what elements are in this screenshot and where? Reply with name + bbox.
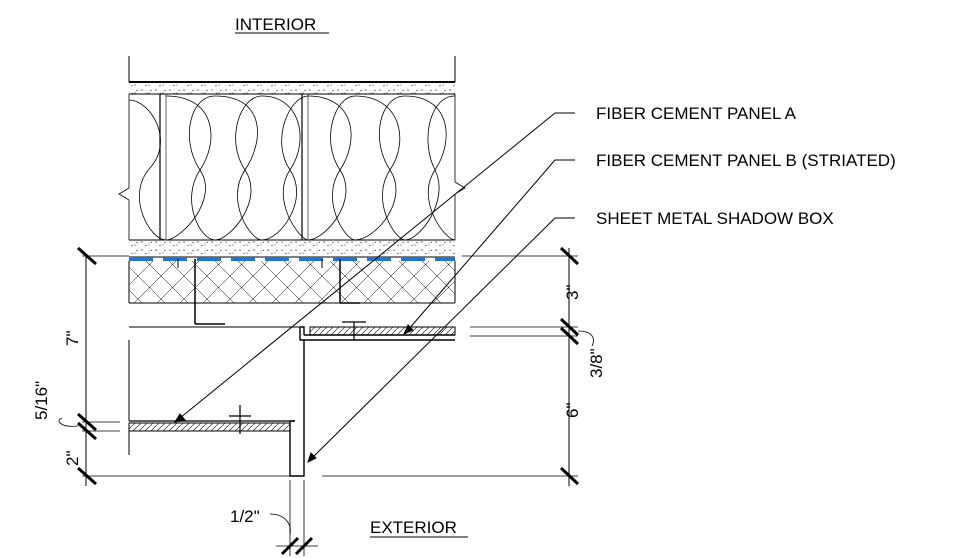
leader-lines — [173, 112, 575, 463]
right-dimension-string — [322, 246, 594, 486]
dim-left-2: 2" — [63, 451, 82, 467]
dim-right-3: 3" — [563, 285, 582, 301]
interior-label: INTERIOR — [235, 15, 316, 34]
gypsum-board — [128, 56, 456, 95]
sheathing — [129, 239, 455, 258]
dim-bottom-1-2: 1/2" — [230, 507, 260, 526]
callout-shadow-box: SHEET METAL SHADOW BOX — [596, 209, 834, 228]
dim-left-7: 7" — [63, 331, 82, 347]
dim-left-5-16: 5/16" — [32, 381, 51, 420]
callout-fiber-cement-a: FIBER CEMENT PANEL A — [596, 104, 797, 123]
batt-insulation — [118, 94, 466, 241]
fiber-cement-panel-a — [128, 340, 295, 455]
fiber-cement-panel-b — [309, 321, 456, 340]
dim-right-6: 6" — [563, 403, 582, 419]
exterior-label: EXTERIOR — [370, 518, 457, 537]
left-dimension-string — [58, 246, 290, 486]
dim-right-3-8: 3/8" — [587, 348, 606, 378]
bottom-dimension — [269, 480, 318, 556]
z-girts — [129, 259, 360, 328]
sheet-metal-shadow-box — [289, 326, 455, 477]
callout-fiber-cement-b: FIBER CEMENT PANEL B (STRIATED) — [596, 151, 896, 170]
rigid-insulation — [128, 261, 456, 304]
